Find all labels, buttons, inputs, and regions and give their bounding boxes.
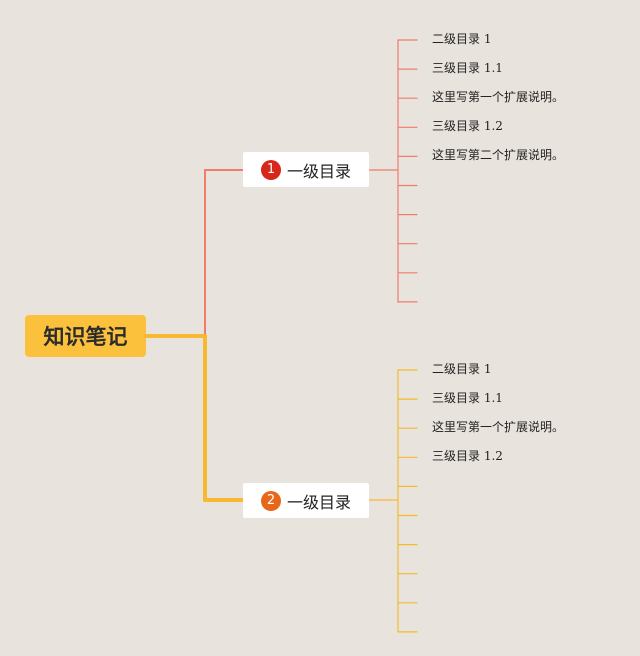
branch-label-1: 一级目录	[286, 161, 351, 181]
leaf-label-2-4[interactable]: 三级目录 1.2	[432, 449, 503, 464]
leaf-label-1-2[interactable]: 三级目录 1.1	[432, 61, 503, 76]
leaf-label-2-1[interactable]: 二级目录 1	[432, 362, 492, 376]
root-node[interactable]: 知识笔记	[25, 315, 146, 357]
number-badge-2: 2	[260, 490, 281, 511]
root-label: 知识笔记	[43, 325, 128, 349]
leaf-label-2-2[interactable]: 三级目录 1.1	[432, 391, 503, 406]
leaf-label-2-3[interactable]: 这里写第一个扩展说明。	[432, 420, 565, 435]
branch-node-2[interactable]: 2 一级目录	[243, 483, 369, 518]
leaf-label-1-5[interactable]: 这里写第二个扩展说明。	[432, 148, 565, 163]
leaf-label-1-1[interactable]: 二级目录 1	[432, 32, 492, 46]
branch-node-1[interactable]: 1 一级目录	[243, 152, 369, 187]
branch-label-2: 一级目录	[286, 492, 351, 512]
leaf-label-1-3[interactable]: 这里写第一个扩展说明。	[432, 90, 565, 105]
leaf-label-1-4[interactable]: 三级目录 1.2	[432, 119, 503, 134]
number-badge-1: 1	[260, 159, 281, 180]
